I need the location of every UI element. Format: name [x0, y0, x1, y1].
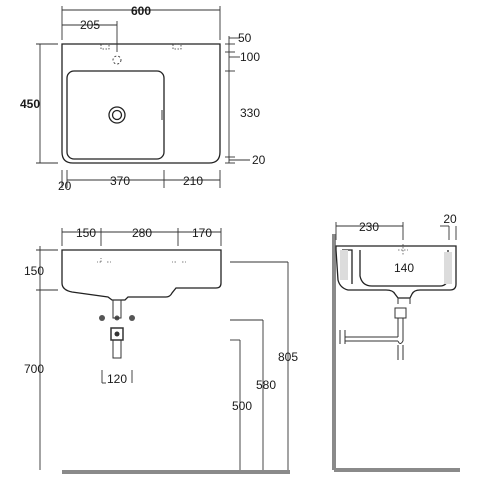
dim-width: 600	[131, 4, 151, 18]
dim-drain-depth: 140	[394, 261, 414, 275]
dim-shelf-width: 210	[183, 174, 203, 188]
dim-rim-back: 50	[238, 31, 252, 45]
dim-trap-height: 580	[256, 378, 276, 392]
dim-drain-height: 500	[232, 399, 252, 413]
dim-depth: 450	[20, 97, 40, 111]
dim-tap-offset: 205	[80, 18, 100, 32]
dim-rim-front: 20	[252, 153, 266, 167]
dim-hole-spacing: 280	[132, 226, 152, 240]
inner-bowl	[66, 70, 165, 160]
front-view	[61, 228, 222, 359]
dim-height: 150	[24, 264, 44, 278]
dim-right-hole: 170	[192, 226, 212, 240]
drain-icon	[108, 106, 126, 124]
dim-top-height: 805	[278, 350, 298, 364]
dim-wall-offset: 20	[443, 212, 457, 226]
dim-floor-height: 700	[24, 362, 44, 376]
dim-rim-left: 20	[58, 179, 72, 193]
basin-side-outline	[335, 245, 457, 299]
basin-front-outline	[61, 249, 222, 301]
dim-rim-back-total: 100	[240, 50, 260, 64]
dim-basin-depth: 330	[240, 106, 260, 120]
dim-left-hole: 150	[76, 226, 96, 240]
side-view	[332, 222, 460, 472]
dim-waste-width: 120	[107, 372, 127, 386]
basin-top-outline	[61, 43, 221, 164]
tap-hole-icon	[112, 55, 122, 65]
top-view	[61, 6, 221, 164]
dim-basin-width: 370	[110, 174, 130, 188]
dim-projection: 230	[359, 220, 379, 234]
